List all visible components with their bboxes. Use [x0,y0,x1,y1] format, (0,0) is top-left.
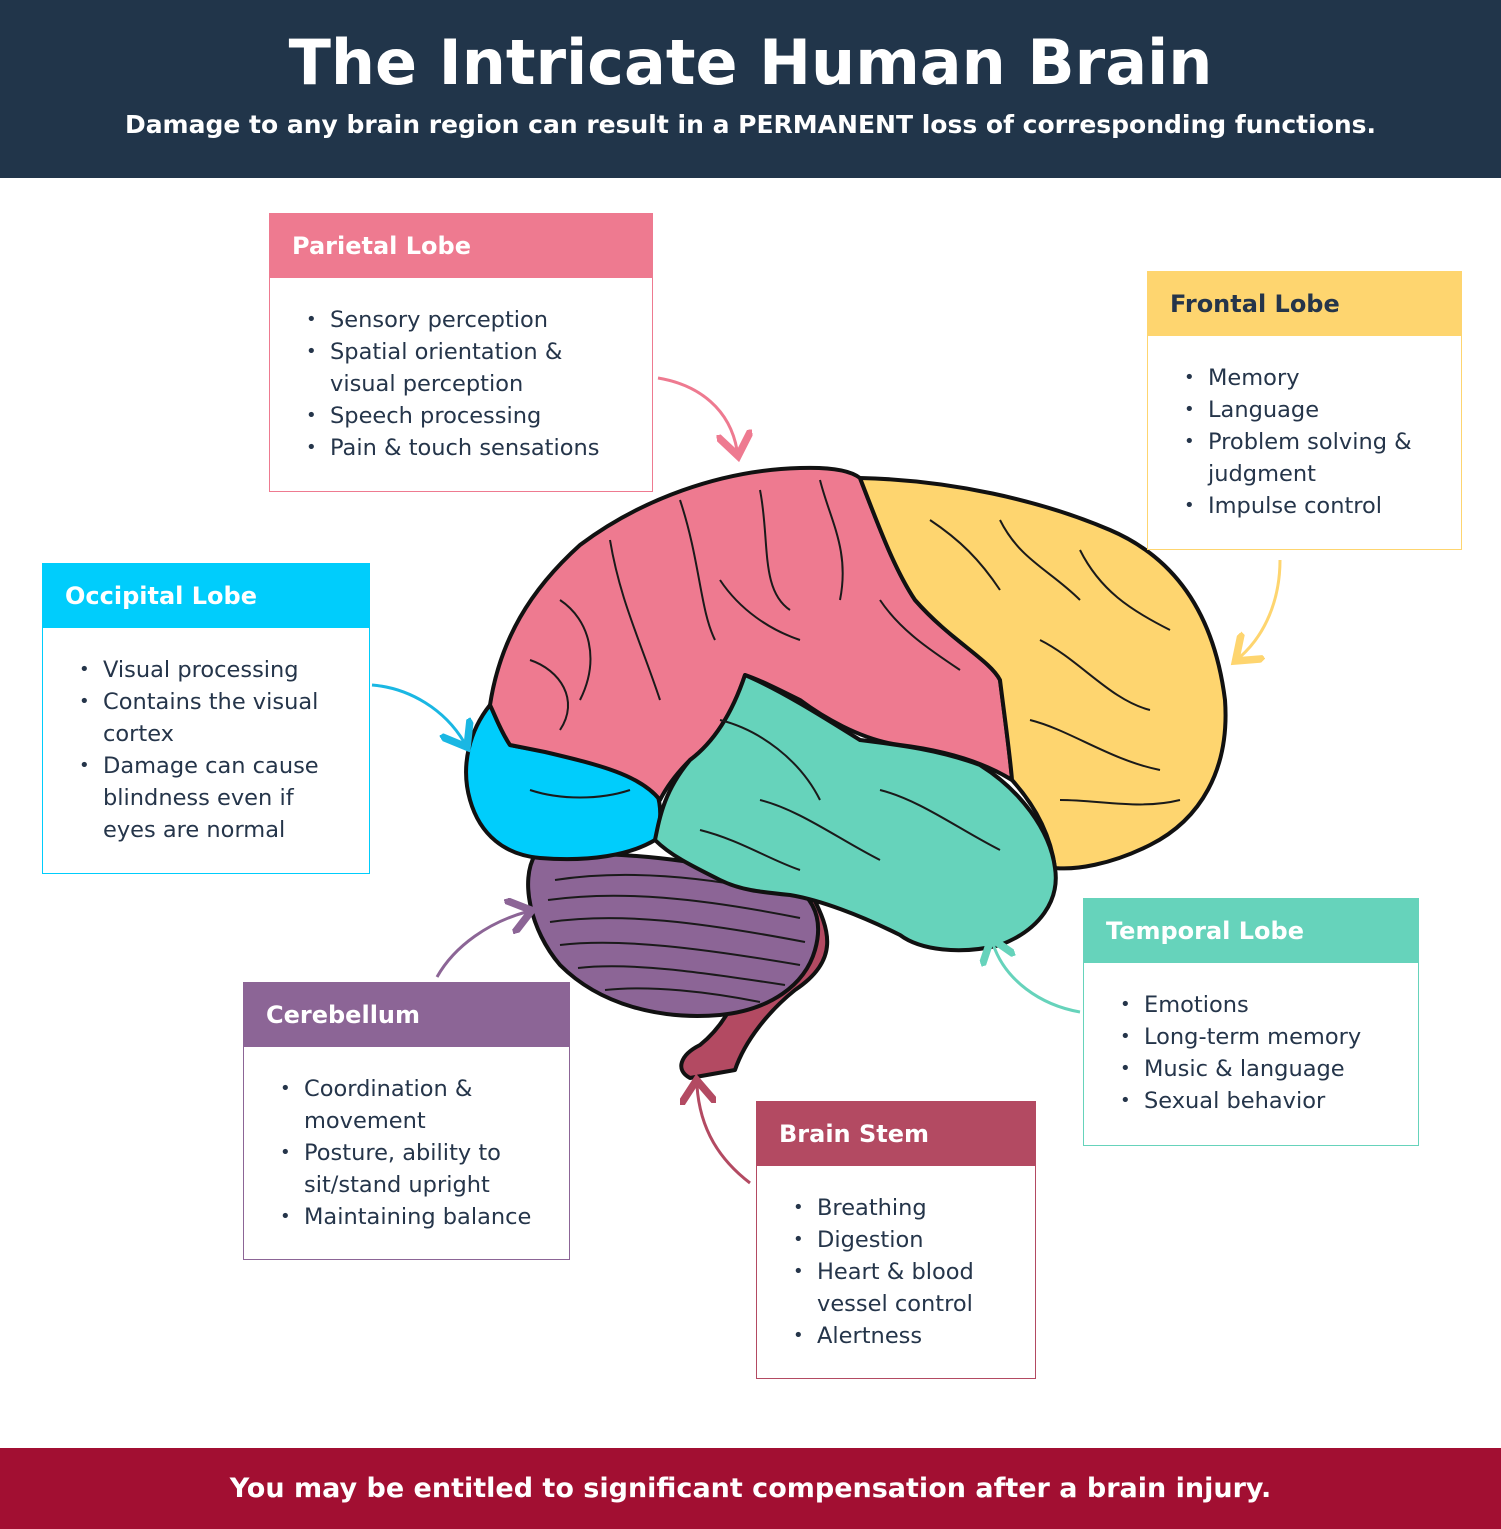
list-item: Impulse control [1184,490,1441,522]
list-item: Language [1184,394,1441,426]
parietal-lobe-list: Sensory perception Spatial orientation &… [270,278,652,464]
frontal-lobe-title: Frontal Lobe [1148,272,1461,336]
occipital-arrow [371,683,464,742]
brain-stem-title: Brain Stem [757,1102,1035,1166]
parietal-lobe-card: Parietal Lobe Sensory perception Spatial… [269,213,653,492]
brain-stem-card: Brain Stem Breathing Digestion Heart & b… [756,1101,1036,1379]
cerebellum-title: Cerebellum [244,983,569,1047]
temporal-lobe-list: Emotions Long-term memory Music & langua… [1084,963,1418,1117]
list-item: Digestion [793,1224,1015,1256]
temporal-lobe-card: Temporal Lobe Emotions Long-term memory … [1083,898,1419,1146]
footer-banner: You may be entitled to significant compe… [0,1448,1501,1529]
list-item: Spatial orientation & visual perception [306,336,632,400]
occipital-lobe-list: Visual processing Contains the visual co… [43,628,369,846]
brain-stem-list: Breathing Digestion Heart & blood vessel… [757,1166,1035,1352]
list-item: Sexual behavior [1120,1085,1398,1117]
header-banner: The Intricate Human Brain Damage to any … [0,0,1501,178]
cerebellum-arrow [435,912,526,978]
list-item: Speech processing [306,400,632,432]
list-item: Pain & touch sensations [306,432,632,464]
list-item: Contains the visual cortex [79,686,349,750]
list-item: Breathing [793,1192,1015,1224]
parietal-arrow [657,376,737,450]
occipital-lobe-card: Occipital Lobe Visual processing Contain… [42,563,370,874]
list-item: Problem solving & judgment [1184,426,1441,490]
list-item: Alertness [793,1320,1015,1352]
page-subtitle: Damage to any brain region can result in… [124,110,1377,139]
temporal-arrow [993,944,1081,1014]
page-title: The Intricate Human Brain [288,26,1213,99]
temporal-lobe-title: Temporal Lobe [1084,899,1418,963]
list-item: Long-term memory [1120,1021,1398,1053]
list-item: Emotions [1120,989,1398,1021]
list-item: Damage can cause blindness even if eyes … [79,750,349,846]
list-item: Coordination & movement [280,1073,549,1137]
frontal-arrow [1240,559,1282,657]
list-item: Visual processing [79,654,349,686]
brain-gyri-lines [529,479,1181,871]
frontal-lobe-card: Frontal Lobe Memory Language Problem sol… [1147,271,1462,550]
list-item: Memory [1184,362,1441,394]
frontal-lobe-list: Memory Language Problem solving & judgme… [1148,336,1461,522]
list-item: Heart & blood vessel control [793,1256,1015,1320]
cerebellum-list: Coordination & movement Posture, ability… [244,1047,569,1233]
occipital-lobe-title: Occipital Lobe [43,564,369,628]
parietal-lobe-title: Parietal Lobe [270,214,652,278]
list-item: Posture, ability to sit/stand upright [280,1137,549,1201]
cerebellum-card: Cerebellum Coordination & movement Postu… [243,982,570,1260]
list-item: Music & language [1120,1053,1398,1085]
frontal-region [858,476,1228,871]
list-item: Sensory perception [306,304,632,336]
list-item: Maintaining balance [280,1201,549,1233]
temporal-region [653,673,1058,953]
brain-stem-arrow [697,1086,751,1185]
